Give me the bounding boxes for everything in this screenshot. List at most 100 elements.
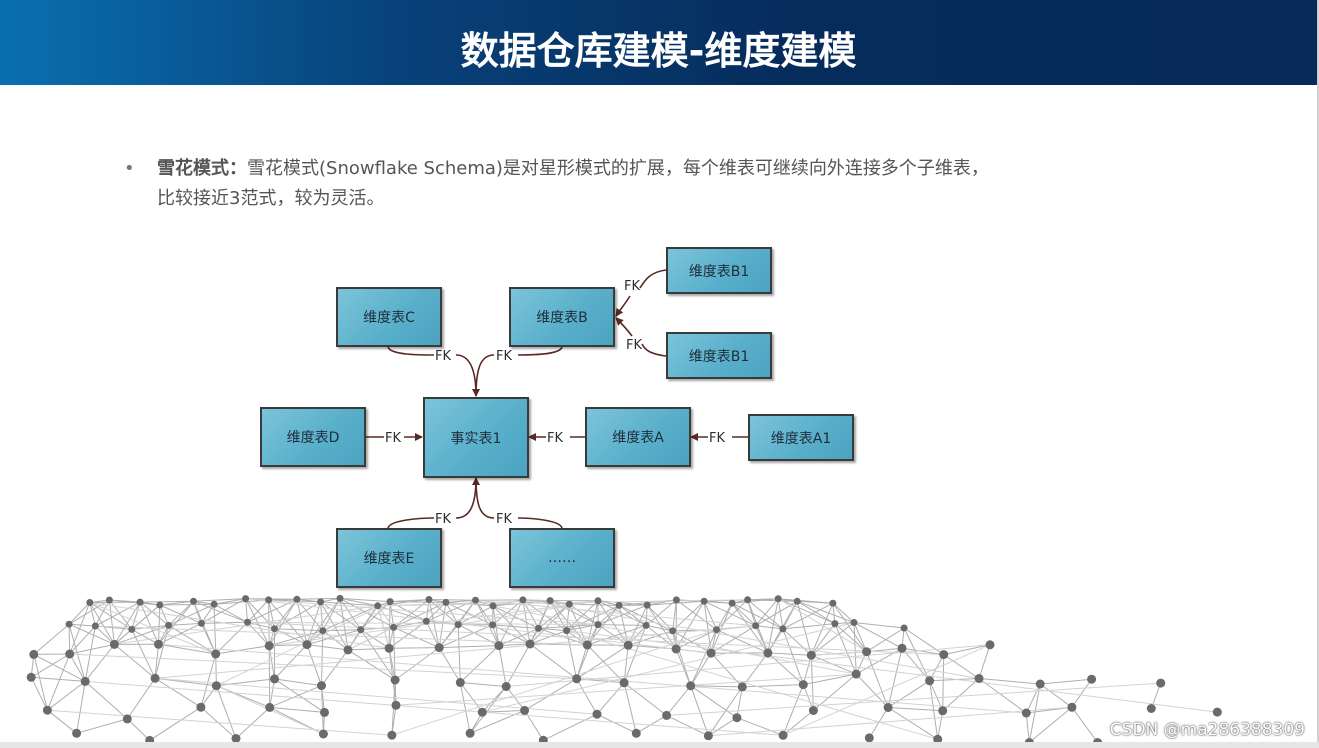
network-line <box>47 709 77 734</box>
network-line <box>155 625 756 679</box>
network-line <box>597 624 647 626</box>
network-line <box>69 653 86 682</box>
network-line <box>159 604 170 626</box>
network-node-dot <box>806 650 816 660</box>
network-line <box>482 622 855 713</box>
network-node-dot <box>565 600 573 608</box>
network-node-dot <box>900 624 908 632</box>
network-node-dot <box>1156 678 1166 688</box>
network-node-dot <box>190 597 197 605</box>
network-line <box>140 600 194 603</box>
network-node-dot <box>29 649 39 659</box>
network-node-dot <box>864 733 874 743</box>
csdn-watermark: CSDN @ma286388309 <box>1109 720 1305 740</box>
network-line <box>903 627 931 682</box>
network-line <box>438 624 459 648</box>
network-line <box>215 685 237 739</box>
network-node-dot <box>165 621 173 629</box>
network-node-dot <box>1146 704 1156 713</box>
network-node-dot <box>631 728 641 738</box>
network-node-dot <box>442 598 450 606</box>
network-line <box>903 627 944 656</box>
network-line <box>1025 712 1030 743</box>
network-node-dot <box>829 599 837 607</box>
network-node-dot <box>850 619 858 626</box>
network-line <box>30 653 70 678</box>
network-line <box>201 598 246 624</box>
network-line <box>274 628 323 632</box>
network-line <box>566 630 1218 713</box>
network-node-dot <box>72 728 82 738</box>
network-line <box>636 714 667 734</box>
network-node-dot <box>265 702 275 712</box>
network-line <box>716 602 733 630</box>
network-line <box>69 653 577 680</box>
network-node-dot <box>737 682 747 692</box>
network-line <box>777 598 784 629</box>
network-node-dot <box>933 734 943 744</box>
network-line <box>69 643 115 655</box>
fk-label-e: FK <box>435 512 451 527</box>
network-line <box>475 599 756 627</box>
network-line <box>269 706 325 713</box>
network-node-dot <box>619 678 629 688</box>
network-line <box>377 599 748 607</box>
network-node-dot <box>798 680 808 690</box>
network-line <box>245 598 712 654</box>
network-line <box>425 620 440 648</box>
network-line <box>803 673 857 686</box>
network-line <box>834 623 857 675</box>
network-line <box>543 713 598 741</box>
network-line <box>428 599 476 601</box>
network-node-dot <box>831 620 839 628</box>
fk-label-a: FK <box>547 431 563 446</box>
slide-right-border <box>1317 0 1319 748</box>
network-node-dot <box>196 702 206 712</box>
network-line <box>339 597 391 603</box>
network-line <box>377 605 395 628</box>
node-dimension-c: 维度表C <box>336 287 442 347</box>
network-line <box>89 602 390 649</box>
network-node-dot <box>390 623 398 631</box>
network-line <box>755 625 783 630</box>
network-line <box>482 709 525 713</box>
network-node-dot <box>615 601 623 609</box>
network-node-dot <box>572 674 582 684</box>
fk-label-b1-top: FK <box>624 279 640 294</box>
network-line <box>247 621 599 626</box>
network-line <box>296 598 321 603</box>
network-line <box>1025 683 1041 714</box>
network-line <box>394 647 440 681</box>
fk-label-c: FK <box>435 349 451 364</box>
network-line <box>322 598 341 631</box>
connector-c-fact <box>387 346 476 396</box>
node-fact-table: 事实表1 <box>423 397 529 478</box>
network-line <box>796 600 836 625</box>
network-line <box>888 707 943 712</box>
network-line <box>159 603 215 606</box>
network-line <box>269 630 323 647</box>
network-node-dot <box>779 625 787 633</box>
network-line <box>645 599 677 626</box>
network-line <box>576 678 598 715</box>
network-line <box>390 601 446 603</box>
network-line <box>1028 706 1073 743</box>
network-node-dot <box>317 598 325 606</box>
connector-b-fact <box>475 346 563 397</box>
network-line <box>215 653 217 686</box>
network-node-dot <box>434 643 444 653</box>
node-more: …… <box>509 528 615 588</box>
network-line <box>597 604 648 626</box>
network-line <box>811 654 857 675</box>
network-line <box>320 601 361 631</box>
network-node-dot <box>763 648 773 658</box>
network-node-dot <box>774 595 782 603</box>
network-line <box>457 624 500 647</box>
network-node-dot <box>582 640 592 650</box>
network-line <box>131 601 141 630</box>
network-line <box>710 603 733 654</box>
network-line <box>360 601 391 630</box>
network-node-dot <box>86 599 94 606</box>
network-line <box>666 682 1161 716</box>
network-line <box>459 682 471 734</box>
